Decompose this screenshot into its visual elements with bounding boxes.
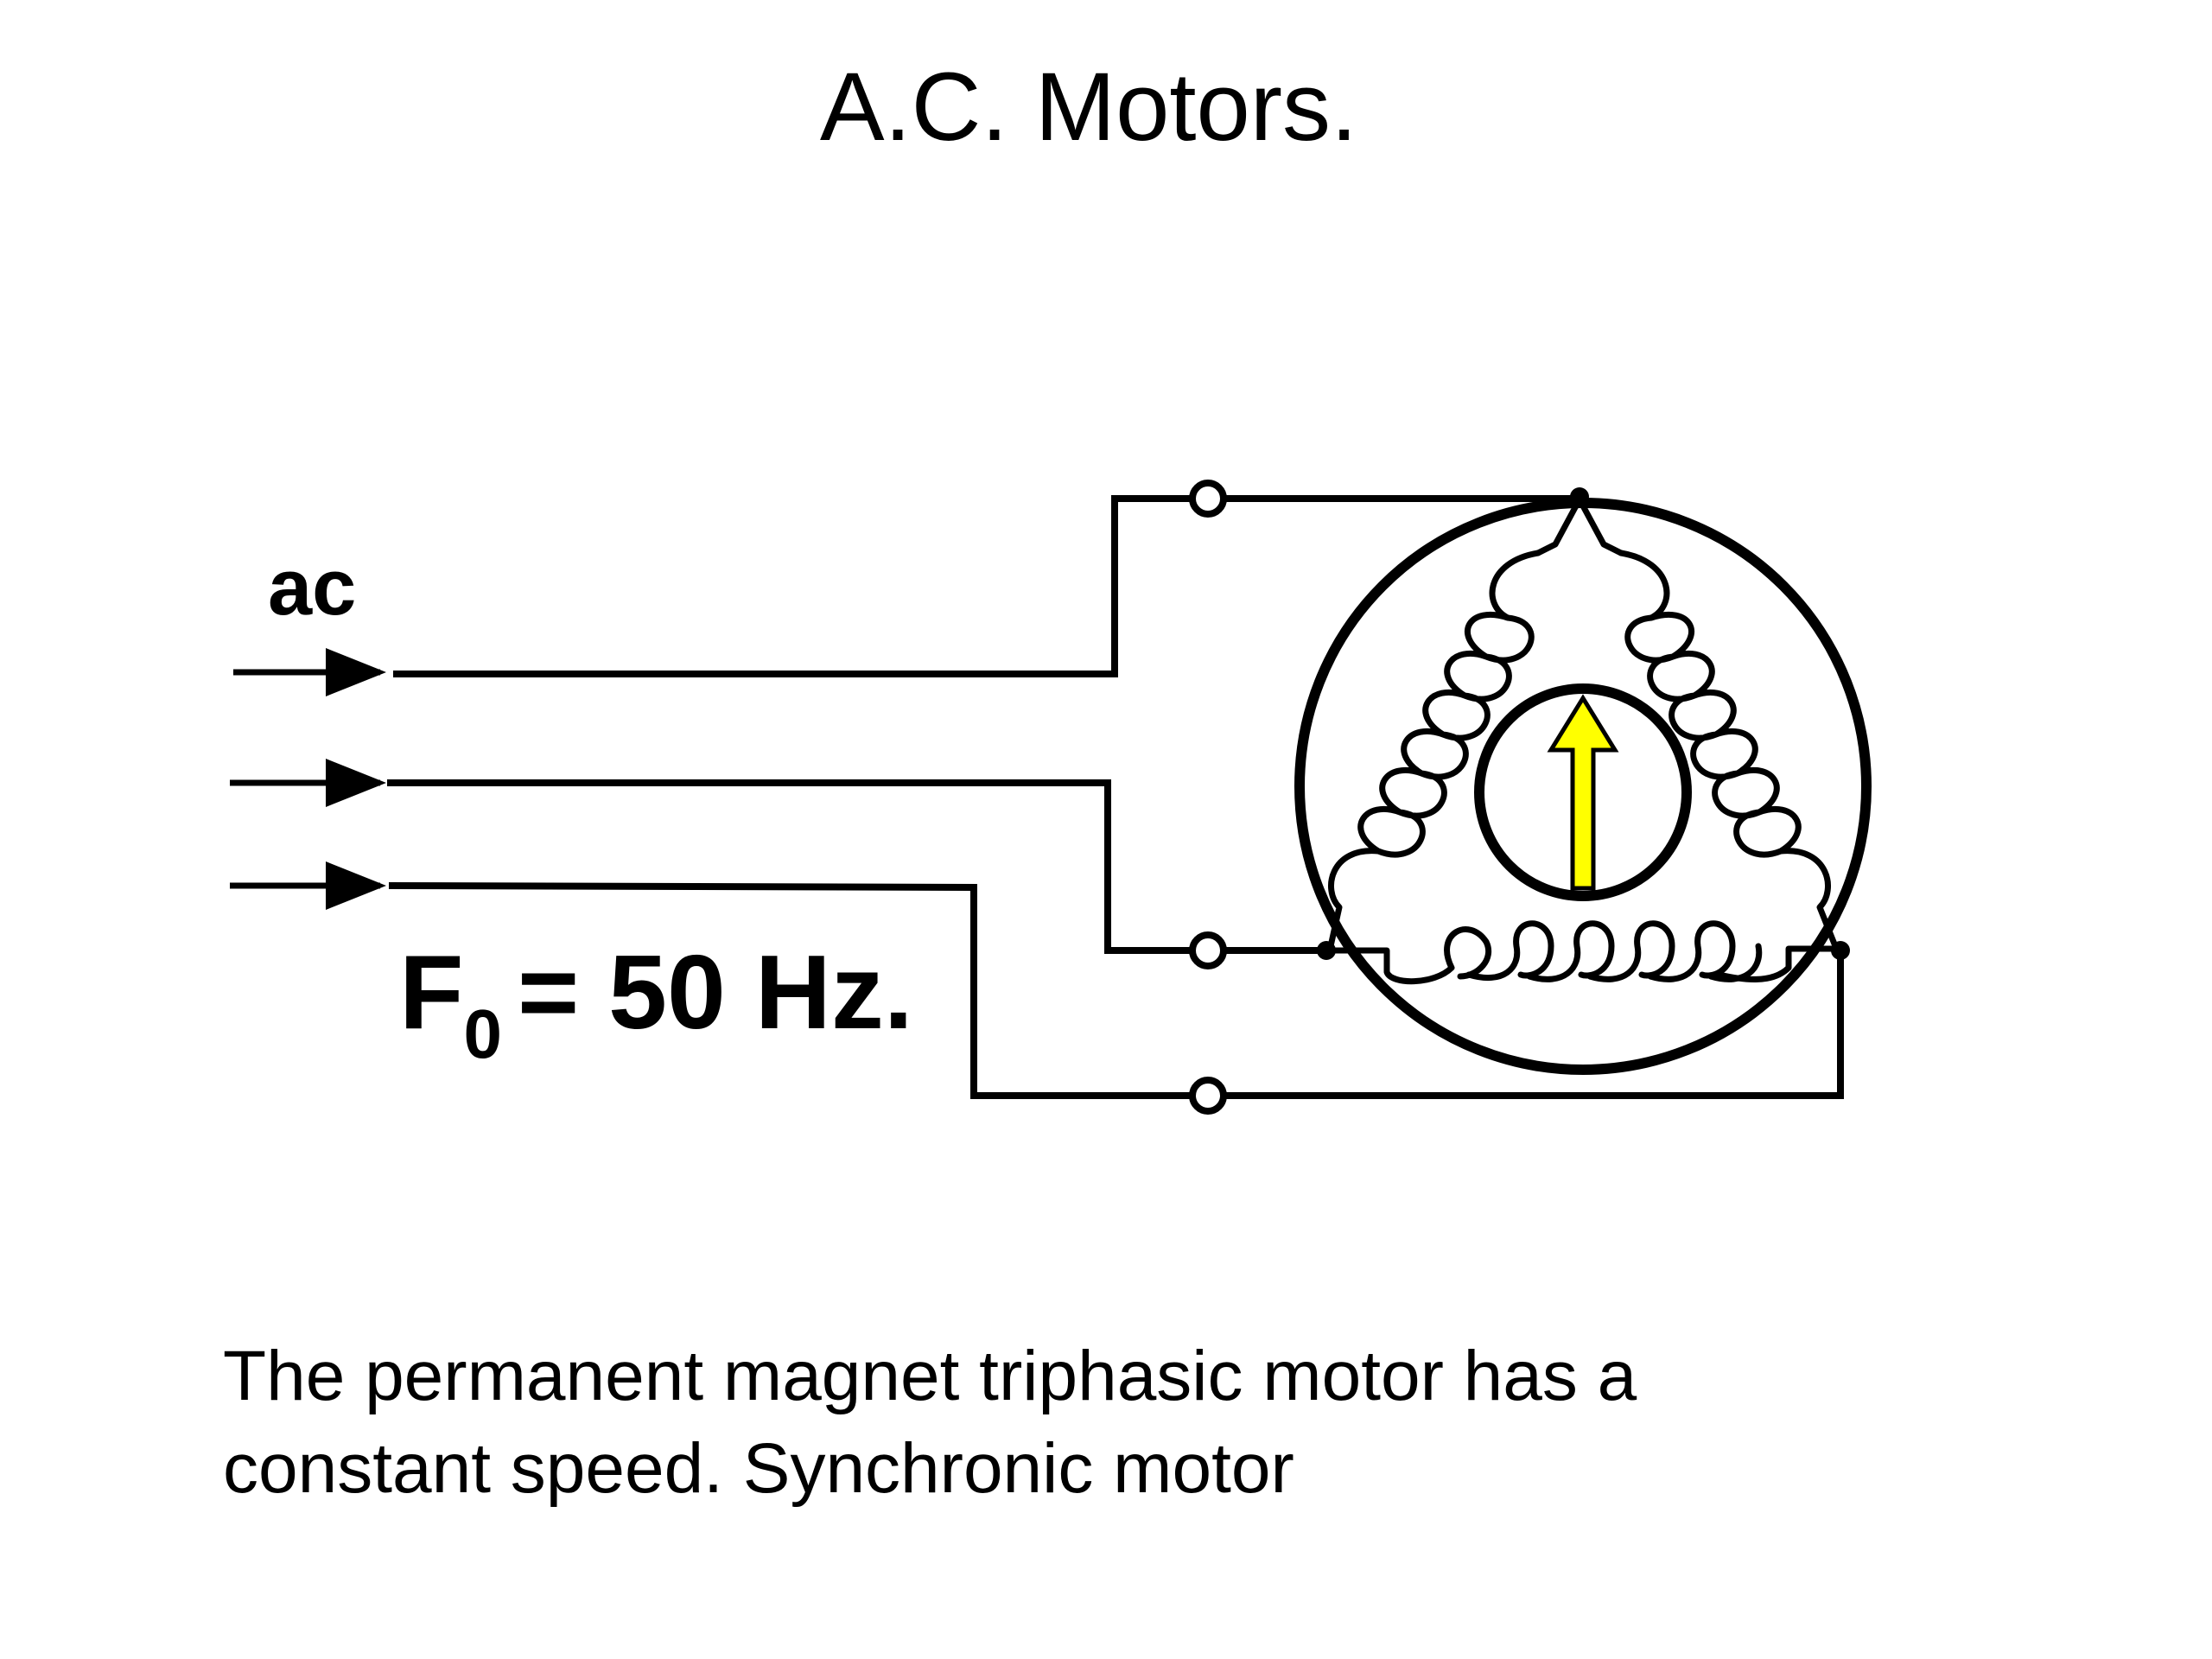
- rotor-magnet-arrow: [1547, 694, 1619, 891]
- bottom-winding-coil: [1327, 920, 1839, 985]
- wire-phase-3: [388, 882, 1192, 1099]
- right-winding-coil: [1618, 550, 1839, 950]
- frequency-label: F0= 50 Hz.: [399, 931, 913, 1072]
- ac-input-label: ac: [268, 543, 357, 632]
- phase-wires: [387, 495, 1844, 1099]
- caption-line-1: The permanent magnet triphasic motor has…: [223, 1337, 1637, 1415]
- terminal-1: [1189, 480, 1227, 518]
- wire-phase-2: [387, 779, 1192, 954]
- left-winding-coil: [1327, 550, 1541, 950]
- caption-line-2: constant speed. Synchronic motor: [223, 1428, 1294, 1508]
- wire-phase-1: [393, 495, 1194, 677]
- frequency-subscript: 0: [463, 995, 503, 1072]
- frequency-symbol: F: [399, 933, 464, 1051]
- top-vertex-lead: [1535, 496, 1624, 556]
- terminal-3: [1189, 1077, 1227, 1115]
- terminals: [1189, 480, 1227, 1115]
- slide-title: A.C. Motors.: [819, 53, 1358, 161]
- wire-terminal-3-to-vertex: [1224, 947, 1844, 1099]
- caption: The permanent magnet triphasic motor has…: [223, 1331, 2037, 1515]
- delta-windings: [1327, 496, 1839, 985]
- input-arrows: [230, 648, 386, 910]
- terminal-2: [1189, 931, 1227, 969]
- frequency-value: = 50 Hz.: [518, 933, 913, 1051]
